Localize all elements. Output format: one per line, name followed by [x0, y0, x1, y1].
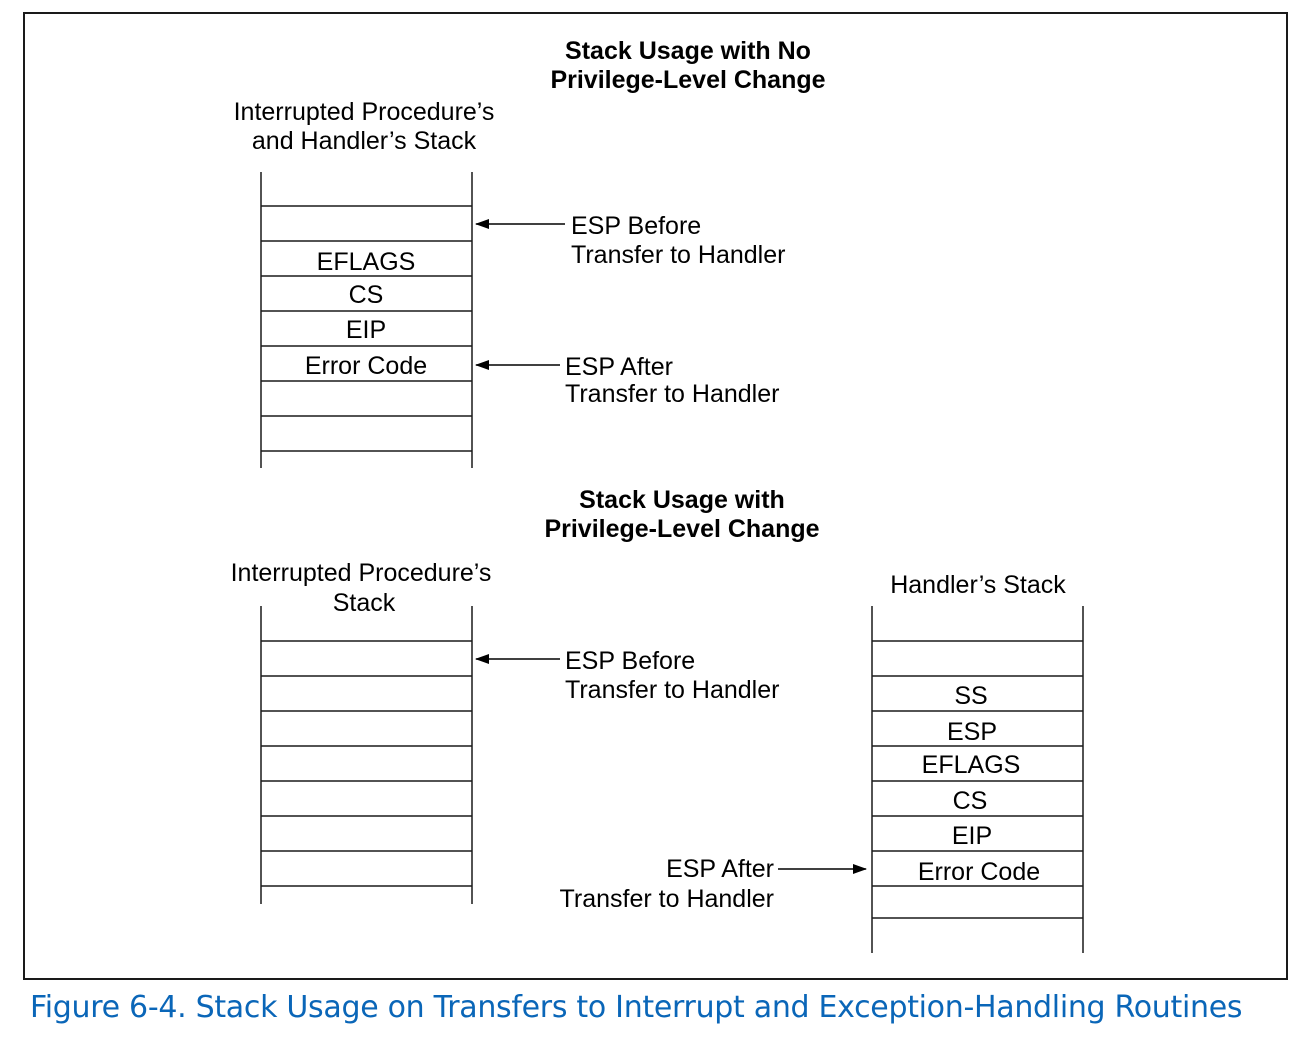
bottom-esp-after-line1: ESP After	[666, 855, 774, 883]
top-title-line2: Privilege-Level Change	[550, 66, 825, 94]
bottom-esp-before-line1: ESP Before	[565, 647, 695, 675]
top-cell-eip: EIP	[346, 316, 386, 344]
top-title-line1: Stack Usage with No	[565, 37, 811, 65]
interrupted-procedure-stack	[260, 606, 473, 904]
top-cell-cs: CS	[349, 281, 384, 309]
handler-cell-error-code: Error Code	[918, 858, 1040, 886]
top-esp-before-line2: Transfer to Handler	[571, 241, 785, 269]
top-stack-label-line1: Interrupted Procedure’s	[234, 98, 495, 126]
figure-caption: Figure 6-4. Stack Usage on Transfers to …	[30, 990, 1243, 1025]
top-esp-after-line2: Transfer to Handler	[565, 380, 779, 408]
handler-stack-label: Handler’s Stack	[890, 571, 1066, 599]
diagram-frame	[23, 12, 1288, 980]
bottom-esp-before-line2: Transfer to Handler	[565, 676, 779, 704]
handler-cell-eflags: EFLAGS	[922, 751, 1021, 779]
bottom-title-line1: Stack Usage with	[579, 486, 785, 514]
top-cell-eflags: EFLAGS	[317, 248, 416, 276]
top-stack	[260, 172, 473, 468]
handler-cell-ss: SS	[954, 682, 987, 710]
handler-cell-cs: CS	[953, 787, 988, 815]
top-cell-error-code: Error Code	[305, 352, 427, 380]
top-esp-after-line1: ESP After	[565, 353, 673, 381]
bottom-title-line2: Privilege-Level Change	[544, 515, 819, 543]
bottom-esp-after-line2: Transfer to Handler	[560, 885, 774, 913]
handler-cell-esp: ESP	[947, 718, 997, 746]
handler-stack	[871, 606, 1084, 953]
left-stack-label-line2: Stack	[333, 589, 396, 617]
left-stack-label-line1: Interrupted Procedure’s	[231, 559, 492, 587]
top-esp-before-line1: ESP Before	[571, 212, 701, 240]
top-stack-label-line2: and Handler’s Stack	[252, 127, 477, 155]
handler-cell-eip: EIP	[952, 822, 992, 850]
